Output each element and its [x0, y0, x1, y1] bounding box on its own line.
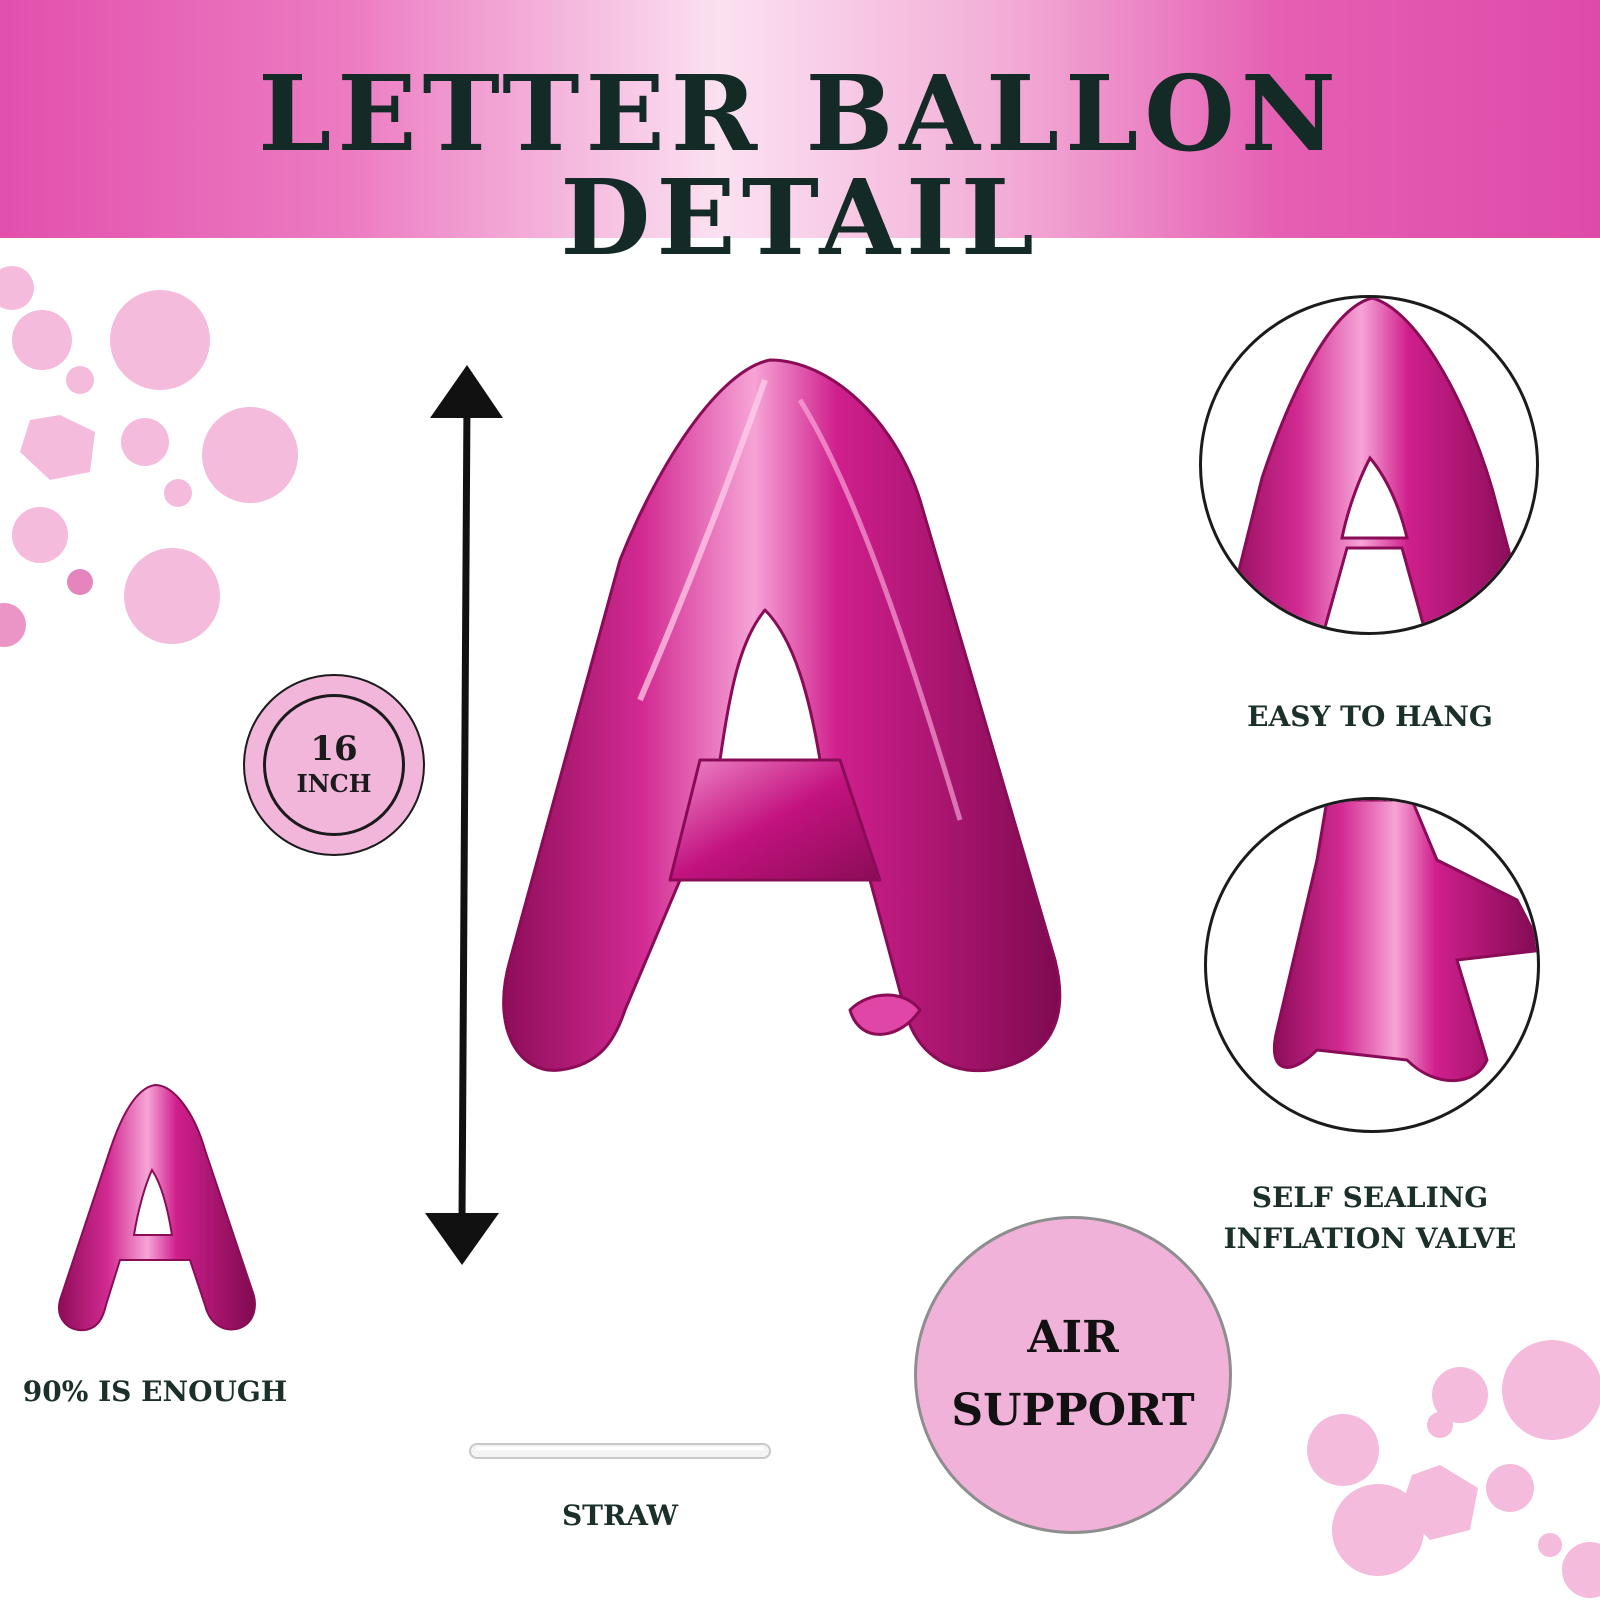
feature-label-hang: EASY TO HANG [1247, 700, 1493, 733]
decor-dots-bottom-right [1307, 1340, 1600, 1598]
air-support-badge: AIR SUPPORT [914, 1216, 1232, 1534]
detail-top-zoom [1199, 295, 1539, 635]
straw-image [469, 1443, 771, 1459]
straw-label: STRAW [561, 1499, 679, 1532]
fill-note-label: 90% IS ENOUGH [22, 1375, 288, 1408]
decor-dots-top-left [0, 266, 298, 647]
size-badge: 16 INCH [243, 674, 425, 856]
size-badge-ring: 16 INCH [263, 694, 405, 836]
size-number: 16 [310, 728, 358, 769]
size-unit: INCH [296, 769, 372, 799]
air-support-line1: AIR [1027, 1312, 1119, 1364]
feature-label-valve-line2: INFLATION VALVE [1223, 1221, 1517, 1255]
feature-label-valve-line1: SELF SEALING [1251, 1181, 1489, 1214]
header-banner [0, 0, 1600, 238]
balloon-letter-small [58, 1083, 256, 1332]
banner-title: LETTER BALLON DETAIL [258, 52, 1342, 279]
height-arrow [425, 365, 503, 1265]
air-support-line2: SUPPORT [951, 1385, 1195, 1436]
balloon-letter-large [502, 358, 1062, 1073]
feature-label-valve: SELF SEALING INFLATION VALVE [1190, 1178, 1550, 1259]
detail-valve-zoom [1204, 797, 1540, 1133]
